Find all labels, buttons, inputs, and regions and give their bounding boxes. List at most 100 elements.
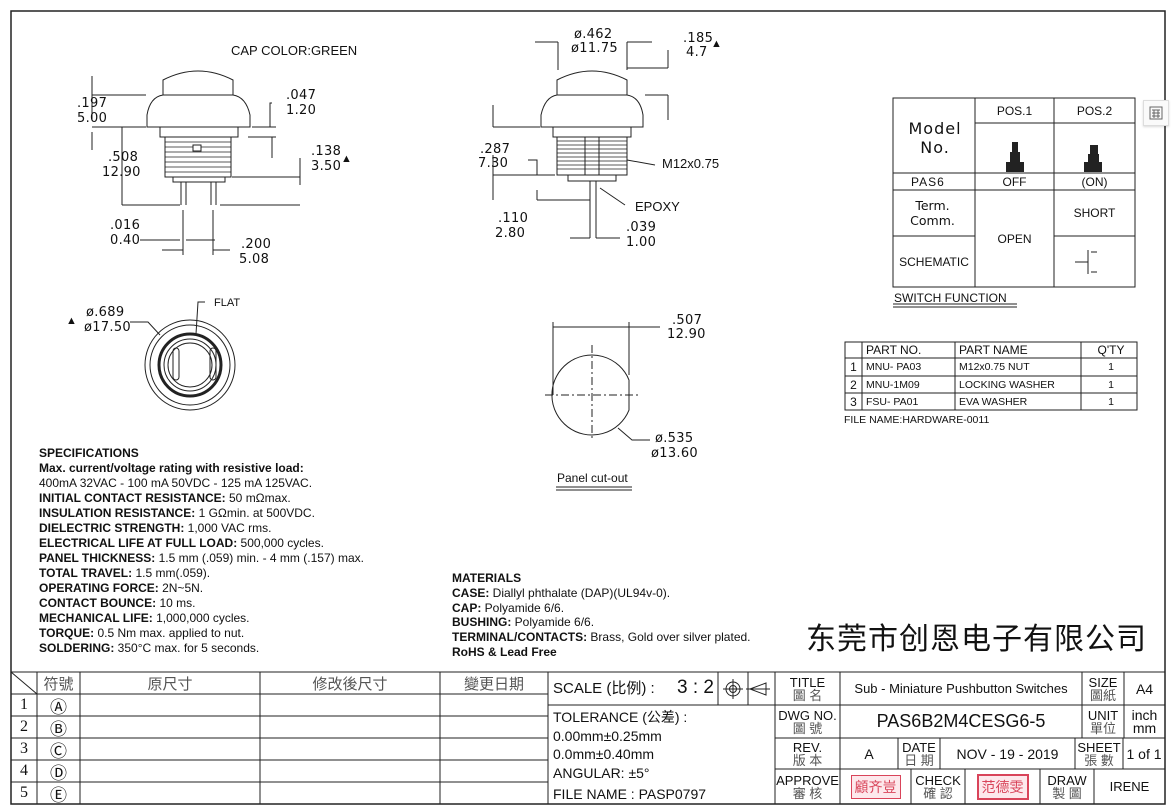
rev-label: REV. bbox=[792, 739, 823, 755]
approve-stamp: 顧齐豈 bbox=[850, 774, 901, 799]
spec-key: SOLDERING: bbox=[39, 641, 115, 655]
pos2-state: (ON) bbox=[1081, 174, 1108, 189]
revision-row-number: 2 bbox=[20, 718, 28, 735]
material-key: BUSHING: bbox=[452, 615, 512, 630]
sheet-frame bbox=[10, 10, 1166, 805]
spec-value: 50 mΩmax. bbox=[225, 491, 291, 505]
sheet-label: SHEET bbox=[1077, 739, 1121, 755]
front-view-drawing bbox=[492, 41, 669, 239]
material-key: CASE: bbox=[452, 585, 490, 600]
date-label: DATE bbox=[902, 739, 936, 755]
model-no-header: Model No. bbox=[908, 118, 962, 157]
drawing-title: Sub - Miniature Pushbutton Switches bbox=[854, 681, 1068, 696]
spec-key: TORQUE: bbox=[39, 626, 95, 640]
epoxy-note: EPOXY bbox=[635, 199, 680, 214]
size-label-cn: 圖紙 bbox=[1089, 687, 1116, 703]
spec-value: 1.5 mm (.059) min. - 4 mm (.157) max. bbox=[155, 551, 364, 565]
specifications-title: SPECIFICATIONS bbox=[39, 446, 139, 460]
rating-heading: Max. current/voltage rating with resisti… bbox=[39, 461, 304, 475]
dim-label: 5.08 bbox=[239, 252, 270, 267]
title-block-grid bbox=[10, 671, 1165, 804]
triangle-icon: ▲ bbox=[66, 315, 77, 327]
unit-label: UNIT bbox=[1087, 707, 1119, 723]
revision-row-number: 1 bbox=[20, 696, 28, 713]
dwg-label: DWG NO. bbox=[778, 707, 837, 723]
spec-key: OPERATING FORCE: bbox=[39, 581, 159, 595]
material-key: RoHS & Lead Free bbox=[452, 644, 557, 659]
spec-item: TORQUE: 0.5 Nm max. applied to nut. bbox=[39, 626, 364, 641]
dim-label: ø.689 bbox=[86, 305, 125, 320]
dim-label: 7.30 bbox=[478, 156, 509, 171]
button-released-icon bbox=[1006, 142, 1024, 172]
file-name: FILE NAME : PASP0797 bbox=[553, 786, 707, 802]
revision-row-number: 5 bbox=[20, 784, 28, 801]
dim-label: .508 bbox=[108, 150, 139, 165]
rev-header-date: 變更日期 bbox=[463, 675, 524, 693]
material-item: RoHS & Lead Free bbox=[452, 645, 751, 660]
company-name: 东莞市创恩电子有限公司 bbox=[806, 623, 1147, 656]
pos1-header: POS.1 bbox=[996, 103, 1033, 118]
open-state: OPEN bbox=[997, 231, 1032, 246]
check-label: CHECK bbox=[915, 772, 961, 788]
dim-label: 1.20 bbox=[286, 103, 317, 118]
dwg-label-cn: 圖 號 bbox=[792, 720, 823, 736]
date-value: NOV - 19 - 2019 bbox=[956, 745, 1059, 762]
tolerance-label: TOLERANCE (公差) : bbox=[553, 709, 688, 725]
dim-label: ø.462 bbox=[574, 27, 613, 42]
model-value: PAS6 bbox=[911, 174, 945, 189]
tolerance-1: 0.00mm±0.25mm bbox=[553, 728, 662, 744]
spec-value: 1,000,000 cycles. bbox=[152, 611, 250, 625]
switch-function-grid bbox=[892, 97, 1136, 308]
revision-row-number: 4 bbox=[20, 762, 28, 779]
spec-value: 0.5 Nm max. applied to nut. bbox=[94, 626, 245, 640]
material-item: BUSHING: Polyamide 6/6. bbox=[452, 615, 751, 630]
spec-item: CONTACT BOUNCE: 10 ms. bbox=[39, 596, 364, 611]
parts-cell: 1 bbox=[1108, 395, 1114, 408]
drawn-by: IRENE bbox=[1109, 779, 1150, 794]
dim-label: 1.00 bbox=[626, 235, 657, 250]
rating-value: 400mA 32VAC - 100 mA 50VDC - 125 mA 125V… bbox=[39, 476, 313, 490]
projection-symbol-icon bbox=[723, 679, 770, 699]
spec-item: TOTAL TRAVEL: 1.5 mm(.059). bbox=[39, 566, 364, 581]
dim-label: .185 bbox=[683, 31, 714, 46]
rev-label-cn: 版 本 bbox=[792, 752, 823, 768]
dim-label: .200 bbox=[241, 237, 272, 252]
side-view-drawing bbox=[91, 70, 301, 255]
check-stamp: 范德雯 bbox=[976, 773, 1029, 800]
spec-key: TOTAL TRAVEL: bbox=[39, 566, 133, 580]
size-value: A4 bbox=[1135, 680, 1154, 697]
rev-header-modified: 修改後尺寸 bbox=[312, 675, 388, 693]
spec-value: 500,000 cycles. bbox=[237, 536, 324, 550]
spec-value: 1 GΩmin. at 500VDC. bbox=[195, 506, 315, 520]
dim-label: .047 bbox=[286, 88, 317, 103]
calculator-icon[interactable] bbox=[1143, 100, 1169, 126]
spec-key: PANEL THICKNESS: bbox=[39, 551, 156, 565]
dwg-label-cell: DWG NO.圖 號 bbox=[775, 705, 840, 738]
spec-item: SOLDERING: 350°C max. for 5 seconds. bbox=[39, 641, 364, 656]
unit-mm: mm bbox=[1132, 719, 1157, 736]
spec-item: OPERATING FORCE: 2N~5N. bbox=[39, 581, 364, 596]
dim-label: .039 bbox=[626, 220, 657, 235]
dim-label: 12.90 bbox=[667, 327, 706, 342]
revision-row-symbol: Ⓔ bbox=[50, 785, 67, 805]
parts-cell: 2 bbox=[850, 377, 857, 392]
panel-cutout-drawing bbox=[545, 322, 660, 491]
hardware-file-name: FILE NAME:HARDWARE-0011 bbox=[844, 414, 990, 426]
title-label-cn: 圖 名 bbox=[792, 687, 823, 703]
spec-value: 350°C max. for 5 seconds. bbox=[114, 641, 260, 655]
rev-label-cell: REV.版 本 bbox=[775, 738, 840, 769]
size-label: SIZE bbox=[1088, 674, 1118, 690]
parts-cell: 3 bbox=[850, 394, 857, 409]
material-value: Diallyl phthalate (DAP)(UL94v-0). bbox=[489, 585, 671, 600]
material-item: CAP: Polyamide 6/6. bbox=[452, 601, 751, 616]
dim-label: 4.7 bbox=[686, 45, 708, 60]
revision-row-symbol: Ⓑ bbox=[50, 719, 67, 739]
rev-header-original: 原尺寸 bbox=[147, 675, 193, 693]
spec-key: MECHANICAL LIFE: bbox=[39, 611, 153, 625]
